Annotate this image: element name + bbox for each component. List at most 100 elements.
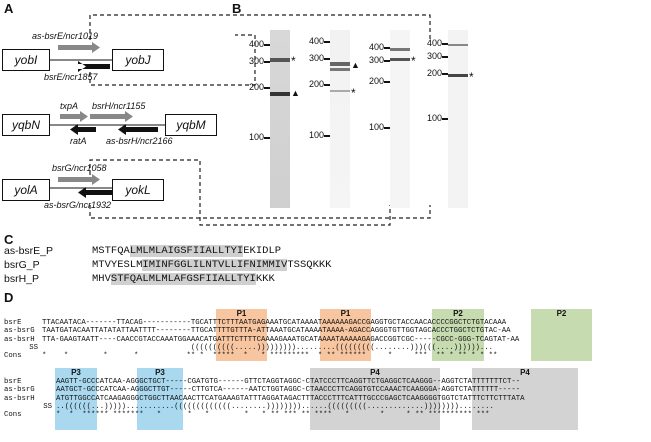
bsrG-arrow xyxy=(58,174,100,185)
row-label: as-bsrG xyxy=(4,386,35,395)
gel2-triangle: ▲ xyxy=(351,60,360,70)
ratA-arrow xyxy=(70,124,96,135)
label-txpA: txpA xyxy=(60,101,79,111)
connector-top xyxy=(89,14,431,40)
row-label: bsrE xyxy=(4,319,22,327)
peptide-hydrophobic: LMLMLAIGSFIIALLTYI xyxy=(129,245,244,257)
alignment-block-2: bsrE AAGTT-GCCCATCAA-AGGGCTGCT-----CGATGT… xyxy=(4,378,525,419)
panel-letter-a: A xyxy=(4,1,14,16)
row-label: Cons xyxy=(4,411,22,420)
gel2-marker-400: 400 xyxy=(308,36,324,46)
bsrE-arrow xyxy=(78,61,110,72)
bsrH-arrow xyxy=(90,111,133,122)
row-label: SS xyxy=(43,402,52,411)
consensus-row: * * ****** ******* * * * * * ** *** ** *… xyxy=(56,411,490,420)
p2-label-2: P2 xyxy=(556,309,567,318)
sequence-row: TTA-GAAGTAATT----CAACCGTACCAAATGGAAACATG… xyxy=(42,335,520,344)
label-as-bsrG: as-bsrG/ncr1932 xyxy=(44,200,112,210)
p3-label-2: P3 xyxy=(155,368,165,377)
connector-bsrG xyxy=(89,205,431,219)
label-as-bsrE: as-bsrE/ncr1019 xyxy=(32,31,99,41)
row-label: Cons xyxy=(4,352,22,361)
sequence-row: AAGTT-GCCCATCAA-AGGGCTGCT-----CGATGTG---… xyxy=(56,378,521,386)
row-label: as-bsrH xyxy=(4,335,35,344)
panel-letter-d: D xyxy=(4,290,14,305)
p3-label-1: P3 xyxy=(71,368,81,377)
gel1-marker-200: 200 xyxy=(248,82,264,92)
p2-box-2 xyxy=(531,309,592,361)
label-bsrH: bsrH/ncr1155 xyxy=(92,101,146,111)
txpA-arrow xyxy=(60,111,88,122)
gene-box-yqbM: yqbM xyxy=(165,114,217,136)
peptide-post: TSSQKKK xyxy=(287,259,332,271)
gel4-marker-100: 100 xyxy=(426,113,442,123)
p4-box-1 xyxy=(310,368,440,430)
peptide-post: KKK xyxy=(255,273,275,285)
gel-lane-3 xyxy=(390,30,410,208)
peptide-hydrophobic: STFQALMLMLAFGSFIIALLTYI xyxy=(110,273,256,285)
gel4-marker-200: 200 xyxy=(426,68,442,78)
gel1-triangle: ▲ xyxy=(291,88,300,98)
p4-box-2 xyxy=(472,368,578,430)
sequence-row: TTACAATACA-------TTACAG-----------TGCATT… xyxy=(42,319,507,327)
peptide-pre: MHV xyxy=(92,273,111,285)
p4-label-2: P4 xyxy=(520,368,530,377)
structure-row: ((((((((((.....))))))))).........(((((((… xyxy=(42,343,494,352)
p2-label-1: P2 xyxy=(453,309,463,318)
gel2-marker-200: 200 xyxy=(308,79,324,89)
row-label: as-bsrG xyxy=(4,327,35,336)
gel1-band-triangle xyxy=(270,92,290,96)
sequence-row: TAATGATACAATTATATATTAATTTT--------TTGCAT… xyxy=(42,327,511,336)
peptide-name: bsrH_P xyxy=(4,273,40,285)
consensus-row: * * * * ** * ***** * * ********* * ** **… xyxy=(42,352,498,361)
connector-asbsrG xyxy=(89,159,391,226)
gel2-star: * xyxy=(351,86,356,100)
label-ratA: ratA xyxy=(70,136,87,146)
peptide-hydrophobic: IMINFGGLILNTVLLIFNIMMIV xyxy=(142,259,288,271)
p1-label-2: P1 xyxy=(340,309,351,318)
gel4-star: * xyxy=(469,70,474,84)
gel2-marker-100: 100 xyxy=(308,130,324,140)
p1-box-2 xyxy=(320,309,371,361)
gel3-marker-200: 200 xyxy=(368,76,384,86)
gel1-star: * xyxy=(291,54,296,68)
gene-box-yqbN: yqbN xyxy=(2,114,50,136)
row-label: SS xyxy=(29,343,38,352)
p3-box-2 xyxy=(137,368,183,430)
sequence-row: AATGCT-GCCCATCAA-AGGGCTTGT-----CTTGTCA--… xyxy=(56,386,521,395)
gel1-marker-100: 100 xyxy=(248,132,264,142)
sequence-row: ATGTTGGCCATCAAGAGGGCTGGCTTAACAACTTCATGAA… xyxy=(56,394,525,403)
gel4-marker-400: 400 xyxy=(426,38,442,48)
p2-box-1 xyxy=(432,309,484,361)
gel2-marker-300: 300 xyxy=(308,53,324,63)
row-label: as-bsrH xyxy=(4,394,35,403)
p3-box-1 xyxy=(55,368,97,430)
connector-bsrE xyxy=(89,34,256,86)
peptide-post: EKIDLP xyxy=(243,245,282,257)
as-bsrH-arrow xyxy=(118,124,158,135)
gel3-marker-300: 300 xyxy=(368,55,384,65)
panel-letter-b: B xyxy=(232,1,242,16)
gel4-marker-300: 300 xyxy=(426,51,442,61)
structure-row: ..((((((...)))))...........(((((((((((((… xyxy=(56,402,494,411)
p1-label-1: P1 xyxy=(236,309,247,318)
gene-box-yokL: yokL xyxy=(112,179,164,201)
gene-box-yolA: yolA xyxy=(2,179,50,201)
peptide-pre: MSTFQA xyxy=(92,245,130,257)
label-bsrG: bsrG/ncr1058 xyxy=(52,163,107,173)
gel-lane-4 xyxy=(448,30,468,208)
gel-lane-2 xyxy=(330,30,350,208)
panel-a-arrows xyxy=(45,14,431,226)
peptide-name: as-bsrE_P xyxy=(4,245,54,257)
gel1-marker-400: 400 xyxy=(248,39,264,49)
gel1-band-star xyxy=(270,58,290,62)
gel3-star: * xyxy=(411,54,416,68)
row-label: bsrE xyxy=(4,378,22,386)
as-bsrG-arrow xyxy=(78,187,118,198)
label-as-bsrH: as-bsrH/ncr2166 xyxy=(106,136,173,146)
gel3-marker-400: 400 xyxy=(368,42,384,52)
